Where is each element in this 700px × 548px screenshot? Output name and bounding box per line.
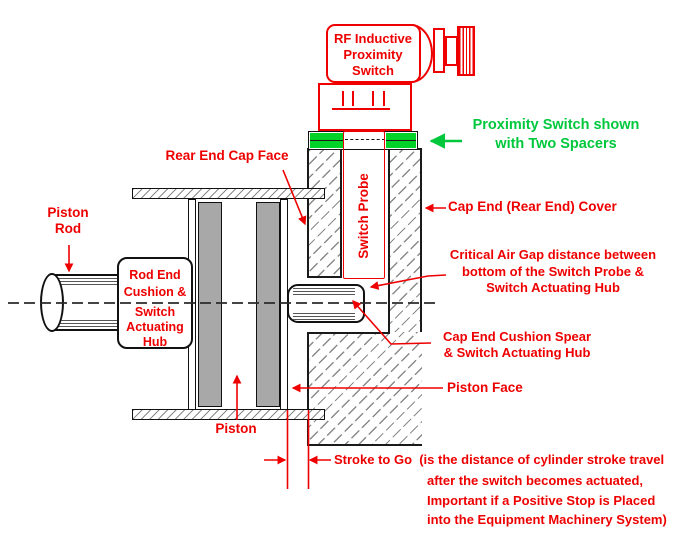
cover-upper-left-wall bbox=[307, 148, 342, 278]
switch-terminal-pin bbox=[342, 91, 344, 106]
piston-seal-right bbox=[256, 202, 280, 407]
cover-bottom-block bbox=[307, 332, 422, 446]
cushion-spear-label: Cap End Cushion Spear & Switch Actuating… bbox=[442, 329, 592, 360]
rod-end-cushion-label-upper: Rod End Cushion & bbox=[123, 268, 187, 299]
spacer-hidden-dashed-line bbox=[345, 139, 385, 141]
spear-shading-top bbox=[293, 288, 355, 295]
switch-body bbox=[326, 24, 421, 83]
switch-terminal-pin bbox=[383, 91, 385, 106]
barrel-bottom-wall bbox=[132, 409, 325, 420]
connector-collar bbox=[433, 28, 445, 73]
cover-probe-bore-right-edge bbox=[388, 148, 390, 332]
piston-label: Piston bbox=[215, 421, 257, 436]
cap-end-cover-label: Cap End (Rear End) Cover bbox=[448, 199, 617, 214]
switch-body-label: RF Inductive Proximity Switch bbox=[333, 31, 413, 78]
switch-terminal-pin bbox=[352, 91, 354, 106]
switch-terminal-bar bbox=[332, 108, 390, 110]
rod-end-cushion-label-lower: Switch Actuating Hub bbox=[126, 305, 184, 349]
cover-cavity-floor-edge bbox=[307, 332, 390, 334]
switch-terminal-block bbox=[318, 83, 412, 131]
spacer-divider-right bbox=[386, 139, 416, 142]
critical-air-gap-label: Critical Air Gap distance between bottom… bbox=[449, 247, 657, 295]
stroke-to-go-label-rest: after the switch becomes actuated, Impor… bbox=[427, 473, 667, 527]
piston-rod-label: Piston Rod bbox=[47, 205, 89, 236]
spacers-note-label: Proximity Switch shown with Two Spacers bbox=[472, 117, 640, 152]
stroke-to-go-label-line1: Stroke to Go (is the distance of cylinde… bbox=[334, 452, 665, 467]
switch-terminal-pin bbox=[372, 91, 374, 106]
barrel-top-wall bbox=[132, 188, 325, 199]
piston-seal-left bbox=[198, 202, 222, 407]
switch-probe-label: Switch Probe bbox=[356, 173, 371, 259]
spacer-divider-left bbox=[310, 139, 344, 142]
piston-face-label: Piston Face bbox=[447, 380, 523, 395]
rod-shading-top bbox=[58, 278, 117, 285]
rod-break-symbol bbox=[40, 273, 64, 332]
rear-end-cap-face-label: Rear End Cap Face bbox=[165, 148, 289, 163]
switch-probe-outline bbox=[343, 131, 385, 279]
rod-shading-bottom bbox=[58, 320, 117, 327]
spear-shading-bottom bbox=[293, 313, 355, 320]
connector-threads bbox=[457, 26, 475, 76]
